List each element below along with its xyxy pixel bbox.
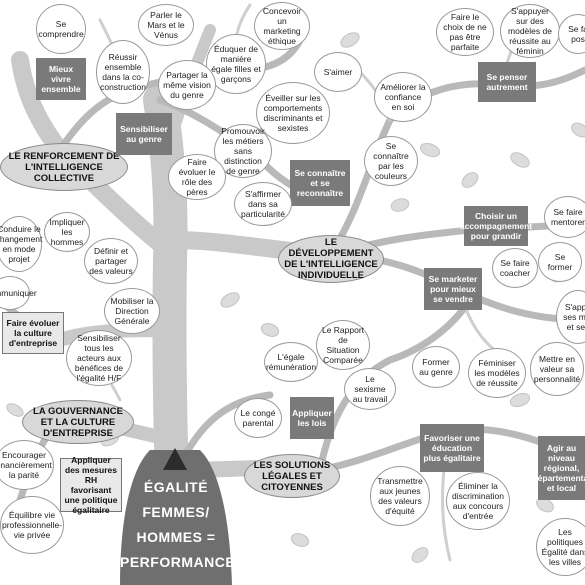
bubble-egale-remuneration: L'égale rémunération xyxy=(264,342,318,382)
bubble-concevoir-marketing: Concevoir un marketing éthique xyxy=(254,2,310,50)
pillar-solutions: LES SOLUTIONS LÉGALES ET CITOYENNES xyxy=(244,454,340,498)
bubble-sappuyer-mots: S'appu ses mot et ses xyxy=(556,290,585,344)
bubble-se-faire-mentorer: Se faire mentorer xyxy=(544,196,585,238)
box-mieux-vivre: Mieux vivre ensemble xyxy=(36,58,86,100)
bubble-definir-valeurs: Définir et partager des valeurs xyxy=(84,238,138,284)
bubble-mobiliser-direction: Mobiliser la Direction Générale xyxy=(104,288,160,334)
bubble-eliminer-discrimination: Éliminer la discrimination aux concours … xyxy=(446,472,510,530)
box-se-penser: Se penser autrement xyxy=(478,62,536,102)
leaf xyxy=(571,122,585,138)
bubble-faire-evoluer-peres: Faire évoluer le rôle des pères xyxy=(168,154,226,200)
pillar-gouvernance: LA GOUVERNANCE ET LA CULTURE D'ENTREPRIS… xyxy=(22,400,134,444)
bubble-reussir-ensemble: Réussir ensemble dans la co-construction xyxy=(96,40,150,104)
bubble-se-comprendre: Se comprendre xyxy=(36,4,86,54)
bubble-promouvoir-metiers: Promouvoir les métiers sans distinction … xyxy=(214,124,272,178)
bubble-equilibre-vie: Équilibre vie professionnelle-vie privée xyxy=(0,496,64,554)
leaf xyxy=(6,403,24,417)
bubble-sappuyer-modeles: S'appuyer sur des modèles de réussite au… xyxy=(500,4,560,58)
bubble-conduire-changement: Conduire le changement en mode projet xyxy=(0,216,42,272)
box-favoriser-education: Favoriser une éducation plus égalitaire xyxy=(420,424,484,472)
bubble-transmettre-valeurs: Transmettre aux jeunes des valeurs d'équ… xyxy=(370,466,430,526)
leaf xyxy=(461,172,479,188)
bubble-faire-choix: Faire le choix de ne pas être parfaite xyxy=(436,8,494,56)
title-line-1: ÉGALITÉ xyxy=(143,479,209,495)
bubble-saffirmer: S'affirmer dans sa particularité xyxy=(234,182,292,226)
bubble-former-genre: Former au genre xyxy=(412,346,460,388)
arrow-triangle xyxy=(163,448,187,470)
bubble-impliquer-hommes: Impliquer les hommes xyxy=(44,212,90,252)
bubble-sensibiliser-acteurs: Sensibiliser tous les acteurs aux bénéfi… xyxy=(66,330,132,386)
box-accompagnement: Choisir un accompagnement pour grandir xyxy=(460,206,532,246)
box-appliquer-mesures: Appliquer des mesures RH favorisant une … xyxy=(60,455,122,515)
leaf xyxy=(260,323,280,337)
bubble-saimer: S'aimer xyxy=(314,52,362,92)
leaf xyxy=(340,32,360,48)
box-faire-evoluer: Faire évoluer la culture d'entreprise xyxy=(2,312,64,354)
pillar-intelligence-individuelle: LE DÉVELOPPEMENT DE L'INTELLIGENCE INDIV… xyxy=(278,235,384,283)
bubble-eduquer: Éduquer de manière égale filles et garço… xyxy=(206,34,266,94)
bubble-parler-mars: Parler le Mars et le Vénus xyxy=(138,4,194,46)
box-appliquer-lois: Appliquer les lois xyxy=(290,397,334,439)
bubble-politiques-egalite: Les politiques Égalité dans les villes xyxy=(536,518,585,576)
leaf xyxy=(510,152,530,168)
title-line-2: FEMMES/ xyxy=(142,504,210,520)
box-agir: Agir au niveau régional, départemental e… xyxy=(532,436,585,500)
pillar-intelligence-collective: LE RENFORCEMENT DE L'INTELLIGENCE COLLEC… xyxy=(0,143,128,191)
central-title: ÉGALITÉ FEMMES/ HOMMES = PERFORMANCE xyxy=(120,475,236,575)
bubble-encourager-parite: Encourager financièrement la parité xyxy=(0,440,54,490)
box-sensibiliser: Sensibiliser au genre xyxy=(116,113,172,155)
bubble-ameliorer-confiance: Améliorer la confiance en soi xyxy=(374,72,432,122)
bubble-se-former: Se former xyxy=(538,242,582,282)
leaf xyxy=(509,392,531,408)
leaf xyxy=(290,533,310,547)
ground xyxy=(120,450,232,585)
title-line-3: HOMMES = xyxy=(136,529,216,545)
bubble-se-faire-coacher: Se faire coacher xyxy=(492,248,538,288)
title-line-4: PERFORMANCE xyxy=(120,554,236,570)
leaf xyxy=(390,198,410,212)
leaf xyxy=(419,142,441,158)
box-se-marketer: Se marketer pour mieux se vendre xyxy=(424,268,482,310)
bubble-eveiller: Éveiller sur les comportements discrimin… xyxy=(256,82,330,144)
bubble-rapport-situation: Le Rapport de Situation Comparée xyxy=(316,320,370,370)
bubble-se-connaitre-couleurs: Se connaître par les couleurs xyxy=(364,136,418,186)
bubble-sexisme-travail: Le sexisme au travail xyxy=(344,368,396,410)
bubble-mettre-valeur: Mettre en valeur sa personnalité xyxy=(530,342,584,396)
box-se-connaitre: Se connaître et se reconnaître xyxy=(290,160,350,206)
leaf xyxy=(411,547,429,563)
leaf xyxy=(220,292,240,308)
bubble-partager-vision: Partager la même vision du genre xyxy=(158,60,216,110)
bubble-conge-parental: Le congé parental xyxy=(234,398,282,438)
bubble-feminiser-modeles: Féminiser les modèles de réussite xyxy=(468,348,526,398)
